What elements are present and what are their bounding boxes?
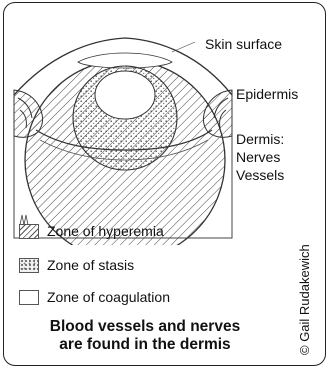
credit-text: © Gail Rudakewich — [297, 244, 312, 355]
caption-line-2: are found in the dermis — [0, 336, 290, 354]
legend-label: Zone of hyperemia — [47, 223, 164, 239]
label-epidermis: Epidermis — [236, 86, 298, 103]
label-skin-surface: Skin surface — [205, 36, 282, 53]
figure-caption: Blood vessels and nerves are found in th… — [0, 318, 290, 354]
label-nerves: Nerves — [236, 149, 280, 166]
dotted-swatch-icon — [19, 258, 39, 273]
legend-label: Zone of coagulation — [47, 289, 170, 305]
caption-line-1: Blood vessels and nerves — [0, 318, 290, 336]
label-dermis: Dermis: — [236, 131, 284, 148]
blank-swatch-icon — [19, 290, 39, 305]
label-vessels: Vessels — [236, 167, 284, 184]
leader-skin — [172, 42, 195, 52]
zone-coagulation-center — [95, 71, 155, 119]
hatched-swatch-icon — [19, 224, 39, 239]
legend-label: Zone of stasis — [47, 257, 134, 273]
